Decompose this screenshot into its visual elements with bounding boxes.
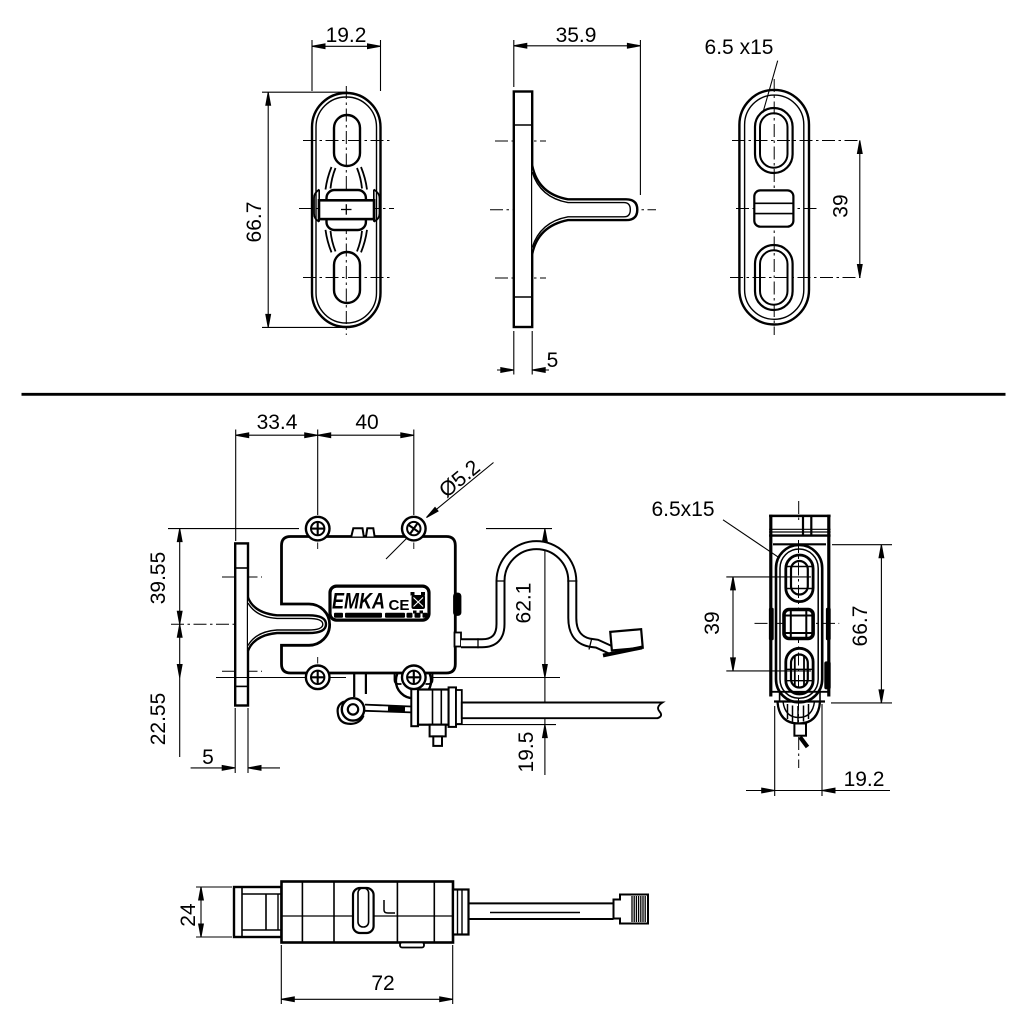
svg-text:19.5: 19.5 [515,732,538,773]
svg-text:66.7: 66.7 [243,202,266,243]
svg-text:19.2: 19.2 [326,24,367,47]
svg-text:24: 24 [177,903,200,927]
svg-text:39.55: 39.55 [147,552,170,605]
svg-text:66.7: 66.7 [849,606,872,647]
svg-text:6.5 x15: 6.5 x15 [705,36,774,59]
svg-text:6.5x15: 6.5x15 [651,498,714,521]
svg-text:39: 39 [701,611,724,634]
svg-text:40: 40 [355,411,378,434]
svg-text:33.4: 33.4 [257,411,298,434]
svg-text:19.2: 19.2 [844,768,885,791]
svg-text:39: 39 [830,194,853,217]
svg-text:35.9: 35.9 [556,24,597,47]
svg-text:22.55: 22.55 [147,693,170,746]
svg-text:EMKA: EMKA [332,589,385,614]
svg-text:5: 5 [202,746,214,769]
svg-text:CE: CE [389,597,410,614]
svg-text:62.1: 62.1 [513,583,536,624]
svg-text:5: 5 [547,349,559,372]
svg-text:72: 72 [371,972,394,995]
